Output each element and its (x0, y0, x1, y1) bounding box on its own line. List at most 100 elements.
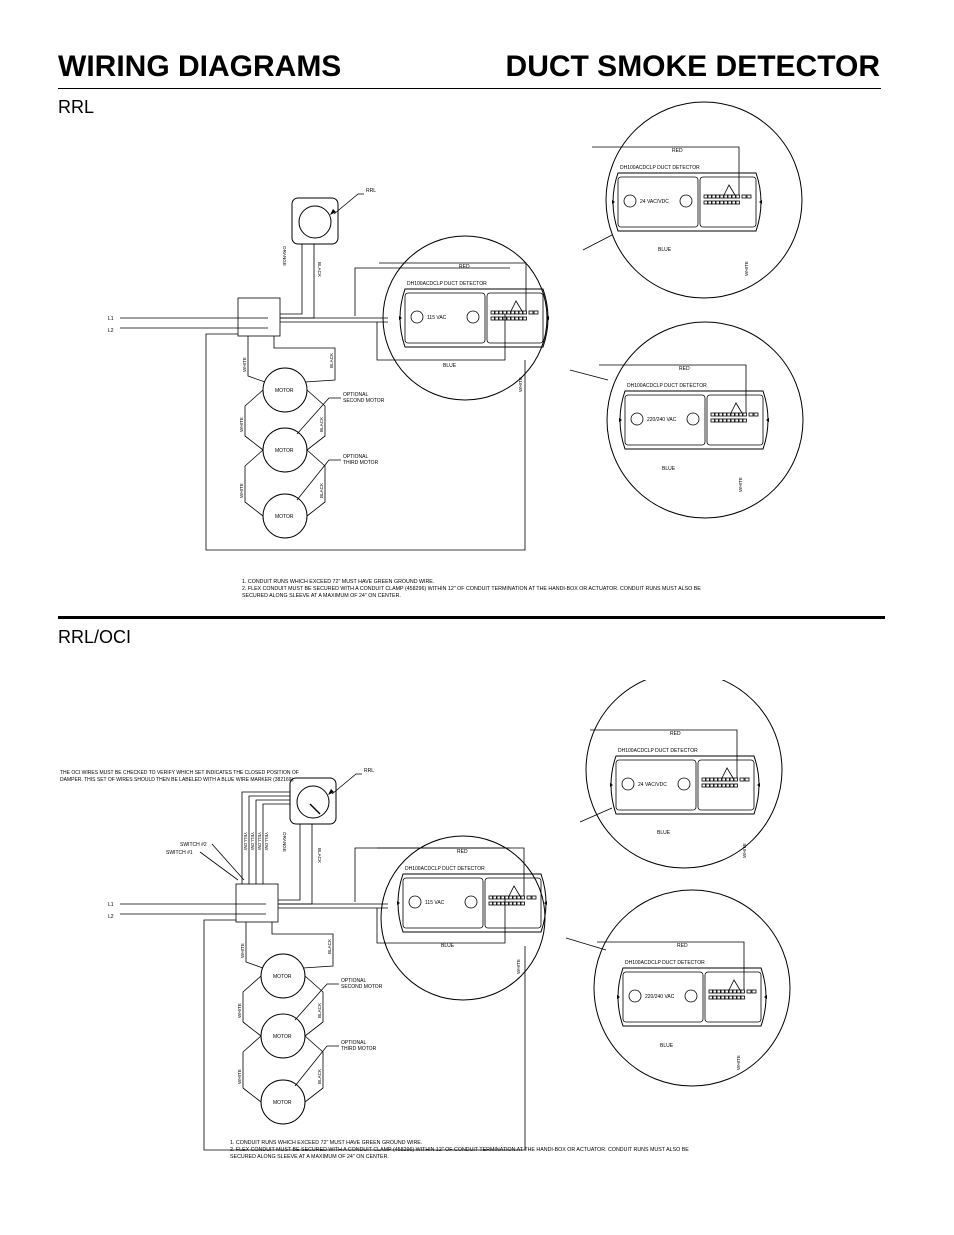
detector-housing (617, 967, 767, 1027)
detector-name: DH100ACDCLP DUCT DETECTOR (407, 281, 487, 287)
terminal (533, 310, 539, 315)
white-wire (242, 1035, 262, 1103)
handi-box (235, 883, 279, 923)
terminal (731, 194, 736, 199)
wire-label-black: BLACK (317, 1002, 322, 1018)
wire-label-white: WHITE (242, 357, 247, 372)
terminal (500, 895, 505, 900)
terminal (741, 194, 747, 199)
terminal (492, 895, 497, 900)
terminal (514, 316, 519, 321)
terminal (492, 901, 497, 906)
mounting-hole (623, 194, 637, 208)
mounting-hole (630, 412, 644, 426)
red-wire (379, 262, 527, 311)
terminal (727, 200, 732, 205)
leader-line (294, 983, 339, 1021)
terminal (496, 901, 501, 906)
section-title-rrl-oci: RRL/OCI (58, 627, 132, 647)
note-line: 1. CONDUIT RUNS WHICH EXCEED 72" MUST HA… (230, 1140, 423, 1146)
terminal (739, 777, 745, 782)
jumper-wire (508, 885, 521, 897)
wire-label-yellow: YELLOW (257, 832, 262, 851)
arrow-icon (759, 200, 762, 204)
power-compartment (404, 292, 486, 344)
page-subtitle: DUCT SMOKE DETECTOR (505, 50, 880, 83)
voltage-label: 24 VAC/VDC (640, 199, 669, 205)
terminal (722, 418, 727, 423)
terminal (709, 783, 714, 788)
zoom-leader (565, 937, 607, 951)
mounting-hole (684, 989, 698, 1003)
terminal (709, 777, 714, 782)
detector-housing (397, 873, 547, 933)
optional-label: OPTIONAL (341, 1040, 367, 1046)
optional-label: THIRD MOTOR (343, 460, 379, 466)
terminal (738, 412, 743, 417)
arrow-icon (546, 316, 549, 320)
terminal (723, 194, 728, 199)
mounting-hole (679, 194, 693, 208)
power-compartment (402, 877, 484, 929)
arrow-icon (330, 209, 336, 215)
jumper-wire (730, 402, 743, 414)
terminal (488, 901, 493, 906)
red-wire (592, 146, 740, 195)
black-wire (306, 449, 326, 517)
wire-label-white: WHITE (240, 943, 245, 958)
terminal (732, 995, 737, 1000)
terminal (718, 418, 723, 423)
terminal (742, 418, 747, 423)
wire-label-white: WHITE (237, 1003, 242, 1018)
terminal (518, 316, 523, 321)
zoom-circle-24v (605, 101, 803, 299)
leader-line (296, 459, 341, 501)
actuator-body (291, 197, 339, 245)
wire-label-white: WHITE (516, 959, 521, 974)
leader-line (199, 851, 239, 881)
terminal (722, 412, 727, 417)
terminal (498, 310, 503, 315)
wire-label-black: BLACK (327, 938, 332, 954)
terminal (500, 901, 505, 906)
terminal (712, 989, 717, 994)
terminal (711, 194, 716, 199)
terminal (707, 200, 712, 205)
terminal (725, 783, 730, 788)
terminal (510, 310, 515, 315)
terminal (746, 989, 752, 994)
detector-name: DH100ACDCLP DUCT DETECTOR (627, 383, 707, 389)
terminal (736, 989, 741, 994)
white-wire (245, 922, 264, 969)
terminal (742, 412, 747, 417)
terminal (494, 316, 499, 321)
wire-label-red: RED (457, 849, 468, 855)
terminal (705, 783, 710, 788)
wire-label-black: BLACK (317, 848, 322, 864)
arrow-icon (766, 418, 769, 422)
actuator-dial (296, 785, 330, 819)
terminal (733, 783, 738, 788)
mounting-hole (410, 310, 424, 324)
terminal (729, 783, 734, 788)
note-line: SECURED ALONG SLEEVE AT A MAXIMUM OF 24"… (242, 593, 401, 600)
terminal (751, 989, 757, 994)
terminal (720, 995, 725, 1000)
motor-label: MOTOR (275, 388, 294, 394)
optional-label: OPTIONAL (343, 454, 369, 460)
terminal (526, 895, 532, 900)
notes-rrl: 1. CONDUIT RUNS WHICH EXCEED 72" MUST HA… (242, 579, 742, 601)
detector-name: DH100ACDCLP DUCT DETECTOR (405, 866, 485, 872)
terminal (728, 989, 733, 994)
wire-label-black: BLACK (319, 416, 324, 432)
oci-note-line: DAMPER. THIS SET OF WIRES SHOULD THEN BE… (60, 777, 295, 783)
terminal (508, 895, 513, 900)
black-wire (273, 336, 336, 383)
terminal (724, 995, 729, 1000)
voltage-label: 115 VAC (427, 315, 447, 321)
terminal (701, 777, 706, 782)
switch1-label: SWITCH #1 (166, 850, 193, 856)
terminal (712, 995, 717, 1000)
terminal (730, 412, 735, 417)
